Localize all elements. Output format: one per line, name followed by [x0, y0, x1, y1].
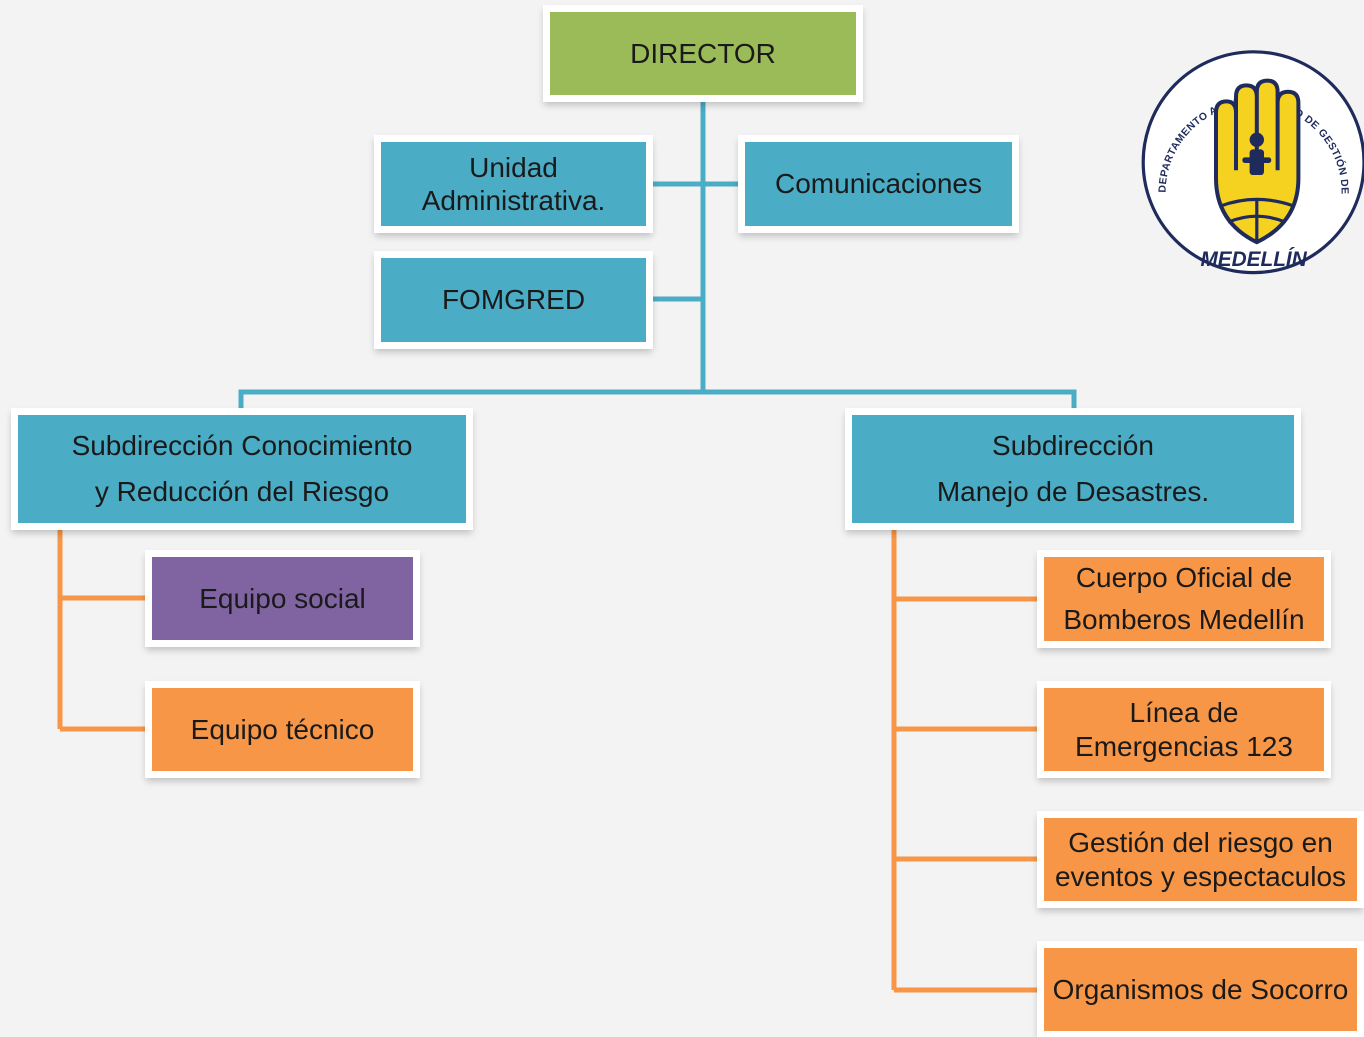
organismos-socorro-box: Organismos de Socorro — [1037, 941, 1364, 1037]
unidad-administrativa-box: Unidad Administrativa. — [374, 135, 653, 233]
equipo-social-box: Equipo social — [145, 550, 420, 647]
equipo-social-label: Equipo social — [199, 582, 366, 614]
dagrd-logo: DEPARTAMENTO ADMINISTRATIVO DE GESTIÓN D… — [1140, 42, 1364, 275]
bomberos-label: Cuerpo Oficial de Bomberos Medellín — [1063, 562, 1305, 635]
logo-city-text: MEDELLÍN — [1200, 248, 1307, 271]
person-icon — [1242, 132, 1272, 175]
equipo-tecnico-label: Equipo técnico — [190, 713, 375, 745]
equipo-tecnico-box: Equipo técnico — [145, 681, 420, 778]
comunicaciones-box: Comunicaciones — [738, 135, 1019, 233]
subdireccion-conocimiento-box: Subdirección Conocimiento y Reducción de… — [11, 408, 473, 530]
comunicaciones-label: Comunicaciones — [775, 168, 982, 200]
bomberos-box: Cuerpo Oficial de Bomberos Medellín — [1037, 550, 1331, 648]
linea-emergencias-box: Línea de Emergencias 123 — [1037, 681, 1331, 778]
fomgred-box: FOMGRED — [374, 251, 653, 349]
gestion-eventos-box: Gestión del riesgo en eventos y espectac… — [1037, 811, 1364, 908]
unidad-administrativa-label: Unidad Administrativa. — [421, 151, 606, 216]
director-label: DIRECTOR — [630, 37, 776, 69]
subdireccion-manejo-box: Subdirección Manejo de Desastres. — [845, 408, 1301, 530]
director-box: DIRECTOR — [543, 5, 863, 102]
fomgred-label: FOMGRED — [441, 284, 586, 316]
subdireccion-manejo-label: Subdirección Manejo de Desastres. — [936, 429, 1210, 507]
subdirection-bus-line — [238, 389, 1077, 410]
gestion-eventos-label: Gestión del riesgo en eventos y espectac… — [1054, 827, 1347, 892]
subdireccion-conocimiento-label: Subdirección Conocimiento y Reducción de… — [71, 429, 413, 507]
organismos-socorro-label: Organismos de Socorro — [1052, 973, 1349, 1005]
linea-emergencias-label: Línea de Emergencias 123 — [1075, 697, 1293, 762]
